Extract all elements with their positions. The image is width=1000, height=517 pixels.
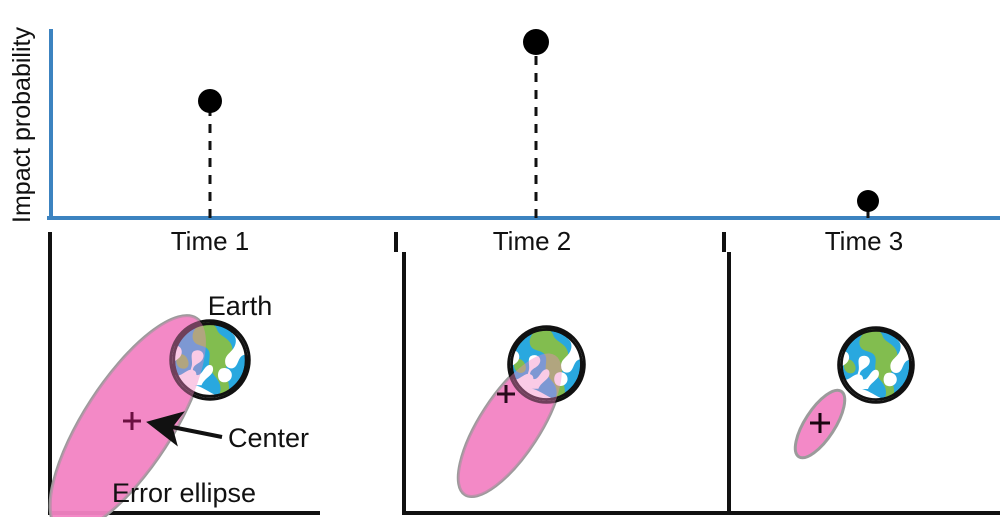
panel-time-3: [727, 252, 1000, 515]
earth-label: Earth: [208, 291, 273, 321]
error-ellipse-overlap-time-2: [458, 353, 562, 497]
top-plot: Impact probability Time 1 Time 2 Time 3: [8, 27, 1000, 256]
error-ellipse-label: Error ellipse: [112, 478, 256, 508]
tick-label-time-1: Time 1: [171, 226, 250, 256]
marker-time-1: [198, 89, 222, 113]
panel-time-1: Earth Center Error ellipse: [48, 252, 320, 517]
earth-globe-time-3: [838, 328, 914, 403]
tick-label-time-3: Time 3: [825, 226, 904, 256]
error-ellipse-overlap-time-1: [50, 315, 206, 517]
center-label: Center: [228, 423, 309, 453]
marker-time-2: [523, 29, 549, 55]
tick-label-time-2: Time 2: [493, 226, 572, 256]
datapoint-time-3: [857, 190, 879, 218]
panel-2-frame: [402, 252, 728, 515]
datapoint-time-1: [198, 89, 222, 218]
center-callout-arrow: [146, 411, 223, 447]
y-axis-label: Impact probability: [8, 27, 36, 223]
ellipse-center-marker-time-2: [497, 385, 515, 403]
panel-time-2: [402, 252, 728, 515]
datapoint-time-2: [523, 29, 549, 218]
ellipse-center-marker-time-3: [810, 413, 830, 433]
error-ellipse-time-1: [48, 314, 208, 517]
marker-time-3: [857, 190, 879, 212]
panel-3-frame: [727, 252, 1000, 515]
ellipse-center-marker-time-1: [123, 412, 141, 430]
